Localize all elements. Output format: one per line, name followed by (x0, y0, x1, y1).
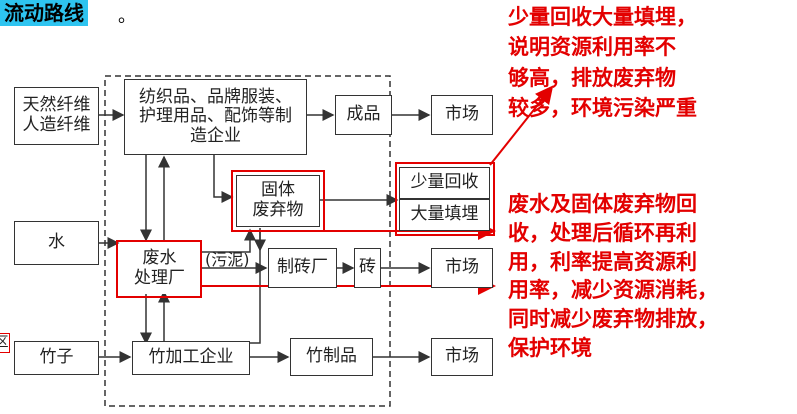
large-landfill-box: 大量填埋 (399, 199, 490, 231)
textile-enterprise-box: 纺织品、品牌服装、 护理用品、配饰等制 造企业 (124, 79, 307, 155)
solid-waste-box: 固体 废弃物 (236, 175, 320, 227)
market-box-1: 市场 (431, 95, 493, 135)
brick-factory-box: 制砖厂 (268, 248, 337, 288)
bamboo-box: 竹子 (14, 341, 99, 375)
market-box-2: 市场 (431, 248, 493, 288)
product-box: 成品 (335, 95, 392, 135)
sludge-label: (污泥) (205, 250, 250, 269)
annotation-bottom: 废水及固体废弃物回 收，处理后循环再利 用，利率提高资源利 用率，减少资源消耗，… (508, 192, 718, 360)
bamboo-product-box: 竹制品 (290, 338, 373, 376)
annotation-top: 少量回收大量填埋， 说明资源利用率不 够高，排放废弃物 较多，环境污染严重 (508, 5, 697, 121)
brick-box: 砖 (354, 248, 381, 288)
bamboo-factory-box: 竹加工企业 (132, 341, 250, 375)
water-box: 水 (14, 221, 99, 265)
fiber-box: 天然纤维 人造纤维 (14, 87, 99, 145)
market-box-3: 市场 (431, 338, 493, 376)
heading-highlight: 流动路线 (0, 0, 88, 26)
edge-mark: 区 (0, 333, 10, 353)
wastewater-plant-box: 废水 处理厂 (121, 244, 198, 294)
small-recycle-box: 少量回收 (399, 167, 490, 199)
heading-period: 。 (118, 6, 136, 27)
